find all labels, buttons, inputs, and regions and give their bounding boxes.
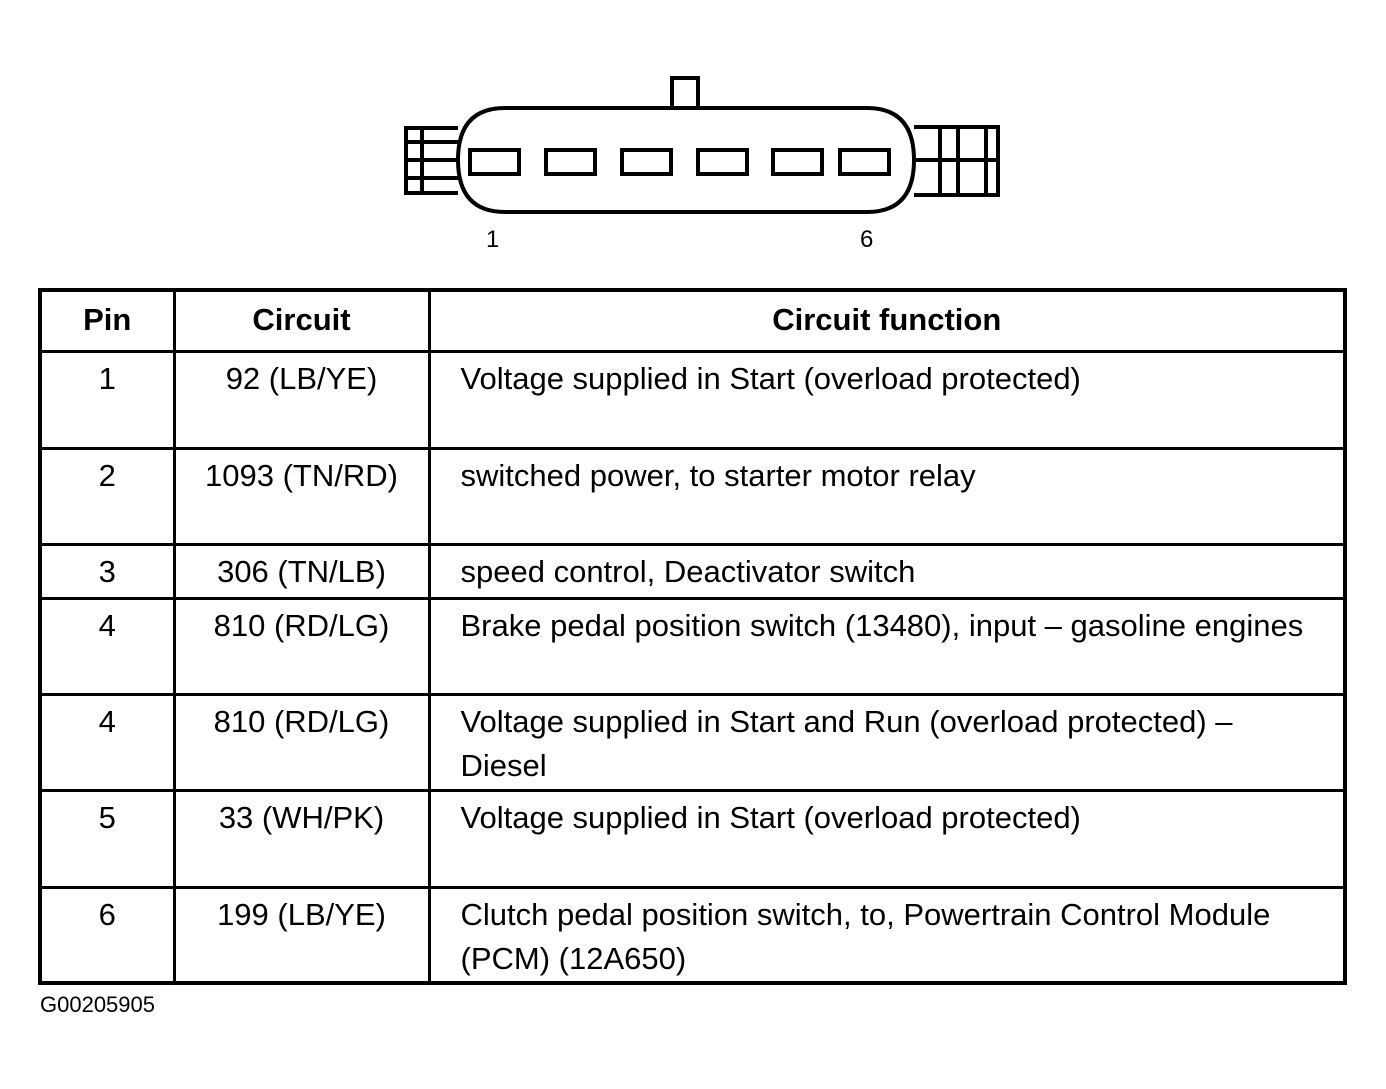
pinout-table: Pin Circuit Circuit function 1 92 (LB/YE… xyxy=(38,288,1347,985)
cell-pin: 6 xyxy=(38,886,176,985)
cell-circuit: 199 (LB/YE) xyxy=(172,886,431,985)
pin-cavity-3 xyxy=(620,148,673,176)
table-row: 3 306 (TN/LB) speed control, Deactivator… xyxy=(38,543,1347,600)
cell-circuit: 810 (RD/LG) xyxy=(172,693,431,792)
cell-circuit: 33 (WH/PK) xyxy=(172,789,431,889)
cell-function: Clutch pedal position switch, to, Powert… xyxy=(427,886,1347,985)
cell-function: Voltage supplied in Start (overload prot… xyxy=(427,350,1347,450)
connector-body xyxy=(455,106,917,214)
cell-function: Brake pedal position switch (13480), inp… xyxy=(427,597,1347,696)
figure-id: G00205905 xyxy=(40,992,155,1017)
table-row: 6 199 (LB/YE) Clutch pedal position swit… xyxy=(38,886,1347,985)
cell-function: Voltage supplied in Start and Run (overl… xyxy=(427,693,1347,792)
table-row: 2 1093 (TN/RD) switched power, to starte… xyxy=(38,447,1347,546)
cell-circuit: 92 (LB/YE) xyxy=(172,350,431,450)
cell-circuit: 1093 (TN/RD) xyxy=(172,447,431,546)
table-row: 4 810 (RD/LG) Brake pedal position switc… xyxy=(38,597,1347,696)
pin-cavity-2 xyxy=(544,148,597,176)
pin-number-last: 6 xyxy=(860,226,874,253)
cell-pin: 1 xyxy=(38,350,176,450)
cell-pin: 3 xyxy=(38,543,176,600)
pin-cavity-5 xyxy=(771,148,824,176)
connector-diagram xyxy=(404,76,1000,214)
pin-cavity-4 xyxy=(696,148,749,176)
cell-pin: 2 xyxy=(38,447,176,546)
pin-number-first: 1 xyxy=(486,226,500,253)
cell-function: Voltage supplied in Start (overload prot… xyxy=(427,789,1347,889)
pin-cavity-6 xyxy=(838,148,891,176)
header-pin: Pin xyxy=(38,288,176,353)
table-row: 4 810 (RD/LG) Voltage supplied in Start … xyxy=(38,693,1347,792)
cell-function: speed control, Deactivator switch xyxy=(427,543,1347,600)
cell-pin: 4 xyxy=(38,597,176,696)
cell-circuit: 306 (TN/LB) xyxy=(172,543,431,600)
connector-lock-tab xyxy=(670,76,700,108)
table-row: 1 92 (LB/YE) Voltage supplied in Start (… xyxy=(38,350,1347,450)
table-row: 5 33 (WH/PK) Voltage supplied in Start (… xyxy=(38,789,1347,889)
cell-pin: 5 xyxy=(38,789,176,889)
cell-function: switched power, to starter motor relay xyxy=(427,447,1347,546)
table-header-row: Pin Circuit Circuit function xyxy=(38,288,1347,353)
cell-pin: 4 xyxy=(38,693,176,792)
header-circuit-function: Circuit function xyxy=(427,288,1347,353)
connector-left-latch xyxy=(404,126,458,195)
header-circuit: Circuit xyxy=(172,288,431,353)
pin-cavity-1 xyxy=(468,148,521,176)
connector-right-latch xyxy=(914,125,1000,197)
cell-circuit: 810 (RD/LG) xyxy=(172,597,431,696)
